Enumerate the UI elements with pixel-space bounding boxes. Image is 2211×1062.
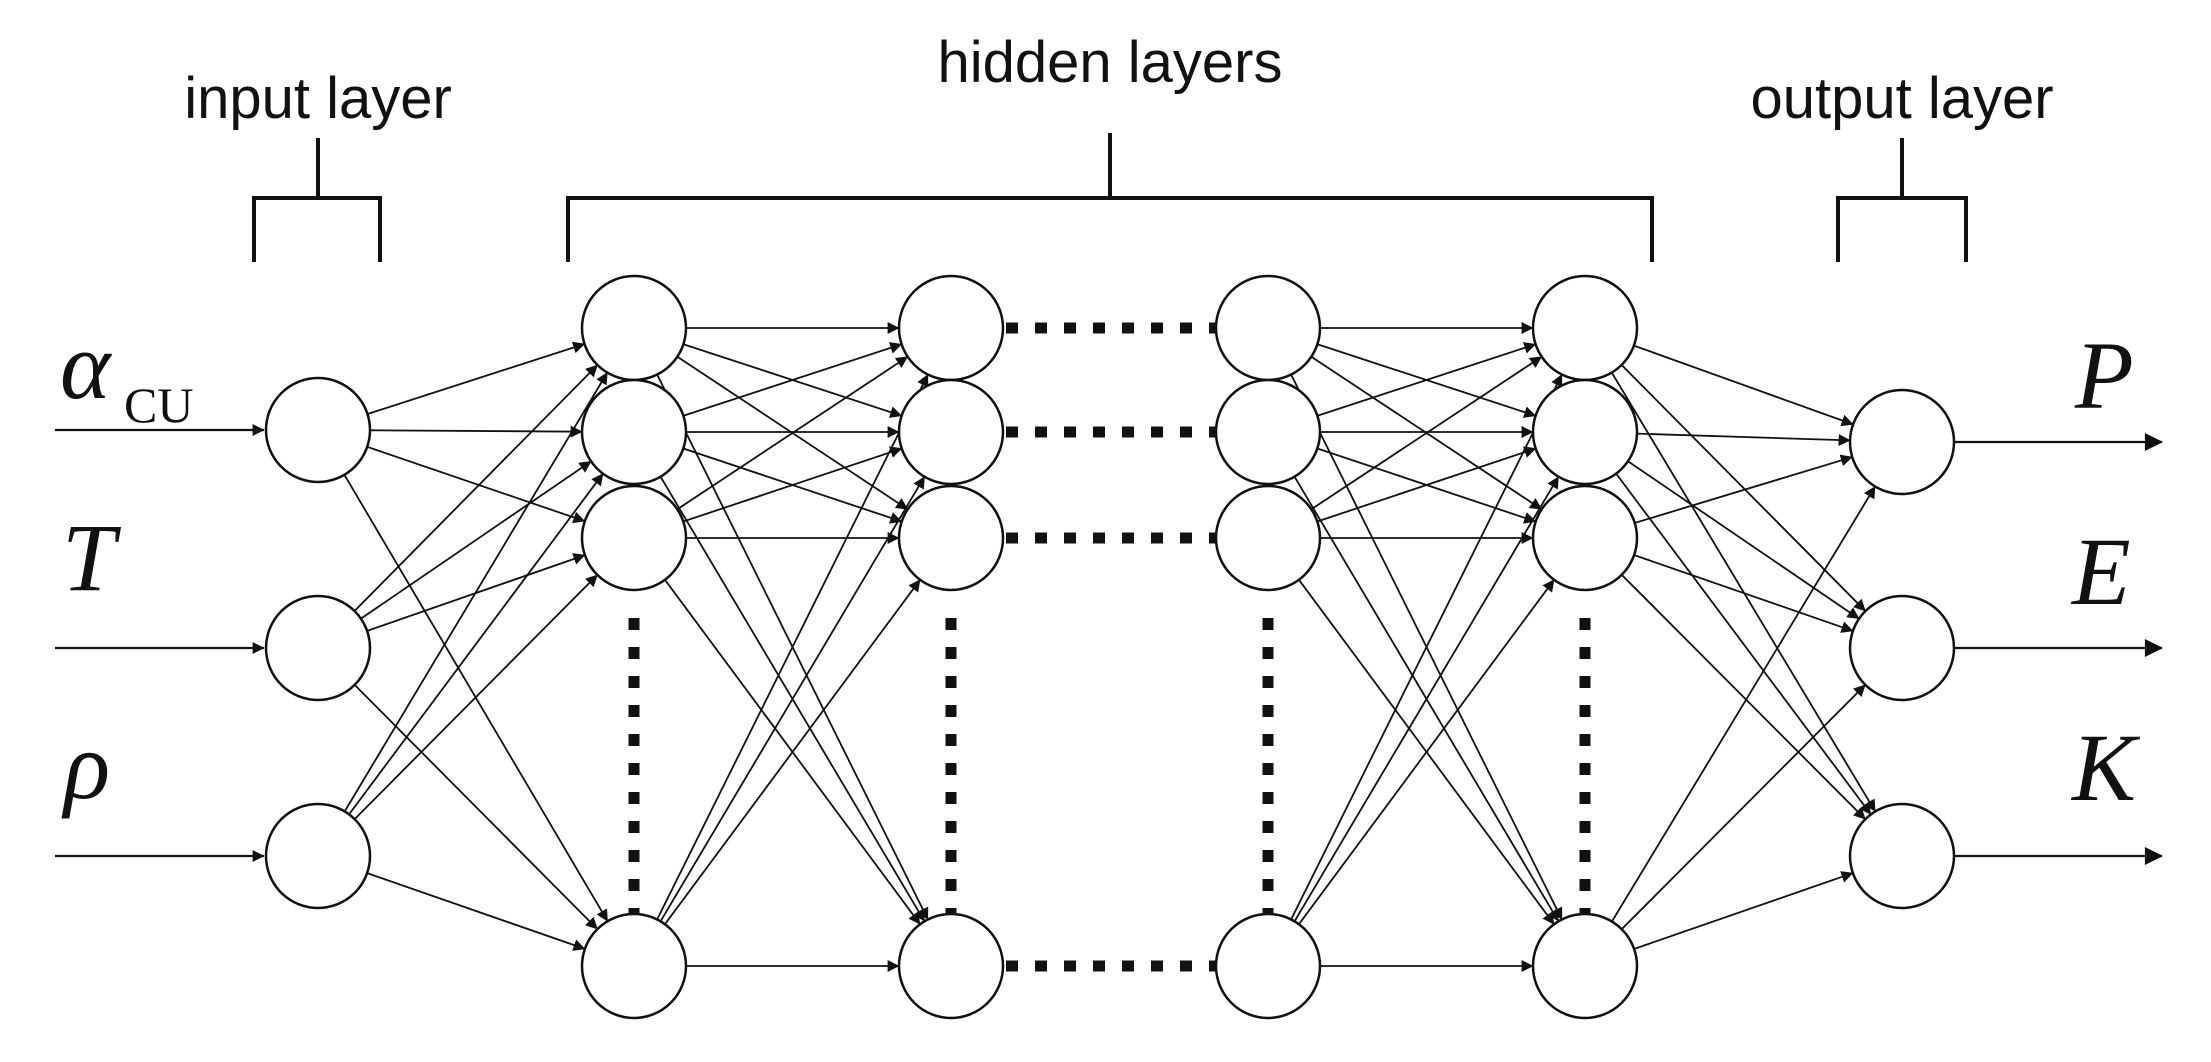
input-node (264, 594, 372, 702)
connection-edge (353, 364, 599, 612)
connection-edge (1610, 372, 1877, 812)
input-layer-bracket (252, 138, 382, 262)
input-rho-symbol: ρ (61, 712, 110, 819)
connection-edge (1611, 485, 1876, 922)
output-layer-label: output layer (1750, 66, 2053, 131)
input-layer-label: input layer (184, 66, 452, 131)
connection-edge (369, 425, 583, 438)
hidden4-node (1531, 912, 1639, 1020)
hidden3-node (1214, 378, 1322, 486)
output-p-symbol: P (2074, 322, 2134, 429)
hidden-layers-label: hidden layers (938, 30, 1283, 95)
connection-edge (1636, 432, 1851, 446)
connection-edge (1621, 574, 1866, 820)
input-node (264, 802, 372, 910)
connection-edge (367, 341, 586, 415)
connection-edge (1317, 446, 1537, 523)
output-node (1848, 594, 1956, 702)
input-alpha-symbol: α (60, 312, 112, 419)
connection-edge (348, 473, 604, 815)
hidden-layers-bracket (566, 133, 1654, 262)
connection-edge (676, 355, 909, 511)
connection-edge (366, 872, 586, 951)
connection-edge (1293, 476, 1560, 922)
output-node (1848, 388, 1956, 496)
output-e-symbol: E (2070, 518, 2131, 625)
connection-edge (343, 372, 609, 812)
hidden4-node (1531, 378, 1639, 486)
ellipsis-dots (628, 322, 1591, 972)
connection-edges (343, 322, 1877, 972)
connection-edge (1298, 579, 1555, 925)
hidden3-node (1214, 912, 1322, 1020)
connection-edge (1620, 364, 1867, 612)
connection-edge (683, 446, 903, 523)
connection-edge (1290, 374, 1563, 920)
connection-edge (683, 342, 903, 417)
connection-edge (366, 445, 586, 524)
connection-edge (1634, 454, 1853, 524)
connection-edge (656, 374, 929, 920)
hidden1-node (580, 484, 688, 592)
connection-edge (1627, 460, 1860, 620)
connection-edge (1633, 344, 1854, 427)
hidden1-node (580, 378, 688, 486)
hidden1-node (580, 274, 688, 382)
input-node (264, 376, 372, 484)
connection-edge (1615, 473, 1872, 815)
connection-edge (1317, 342, 1537, 417)
hidden4-node (1531, 484, 1639, 592)
connection-edge (1310, 355, 1543, 511)
connection-edge (1621, 684, 1866, 930)
neuron-nodes (264, 274, 1956, 1020)
output-k-symbol: K (2070, 714, 2141, 821)
output-layer-bracket (1836, 138, 1968, 262)
connection-edge (1633, 554, 1854, 633)
output-node (1848, 802, 1956, 910)
input-t-symbol: T (62, 504, 122, 611)
hidden4-node (1531, 274, 1639, 382)
input-alpha-cu: α CU (60, 312, 193, 433)
connection-edge (664, 579, 921, 925)
connection-edge (360, 460, 592, 620)
hidden1-node (580, 912, 688, 1020)
connection-edge (1633, 871, 1854, 950)
hidden2-node (897, 274, 1005, 382)
connection-edge (354, 684, 598, 930)
hidden3-node (1214, 274, 1322, 382)
connection-edge (354, 574, 598, 820)
hidden2-node (897, 484, 1005, 592)
connection-edge (659, 476, 926, 922)
hidden2-node (897, 912, 1005, 1020)
hidden2-node (897, 378, 1005, 486)
hidden3-node (1214, 484, 1322, 592)
input-alpha-subscript: CU (124, 377, 193, 433)
